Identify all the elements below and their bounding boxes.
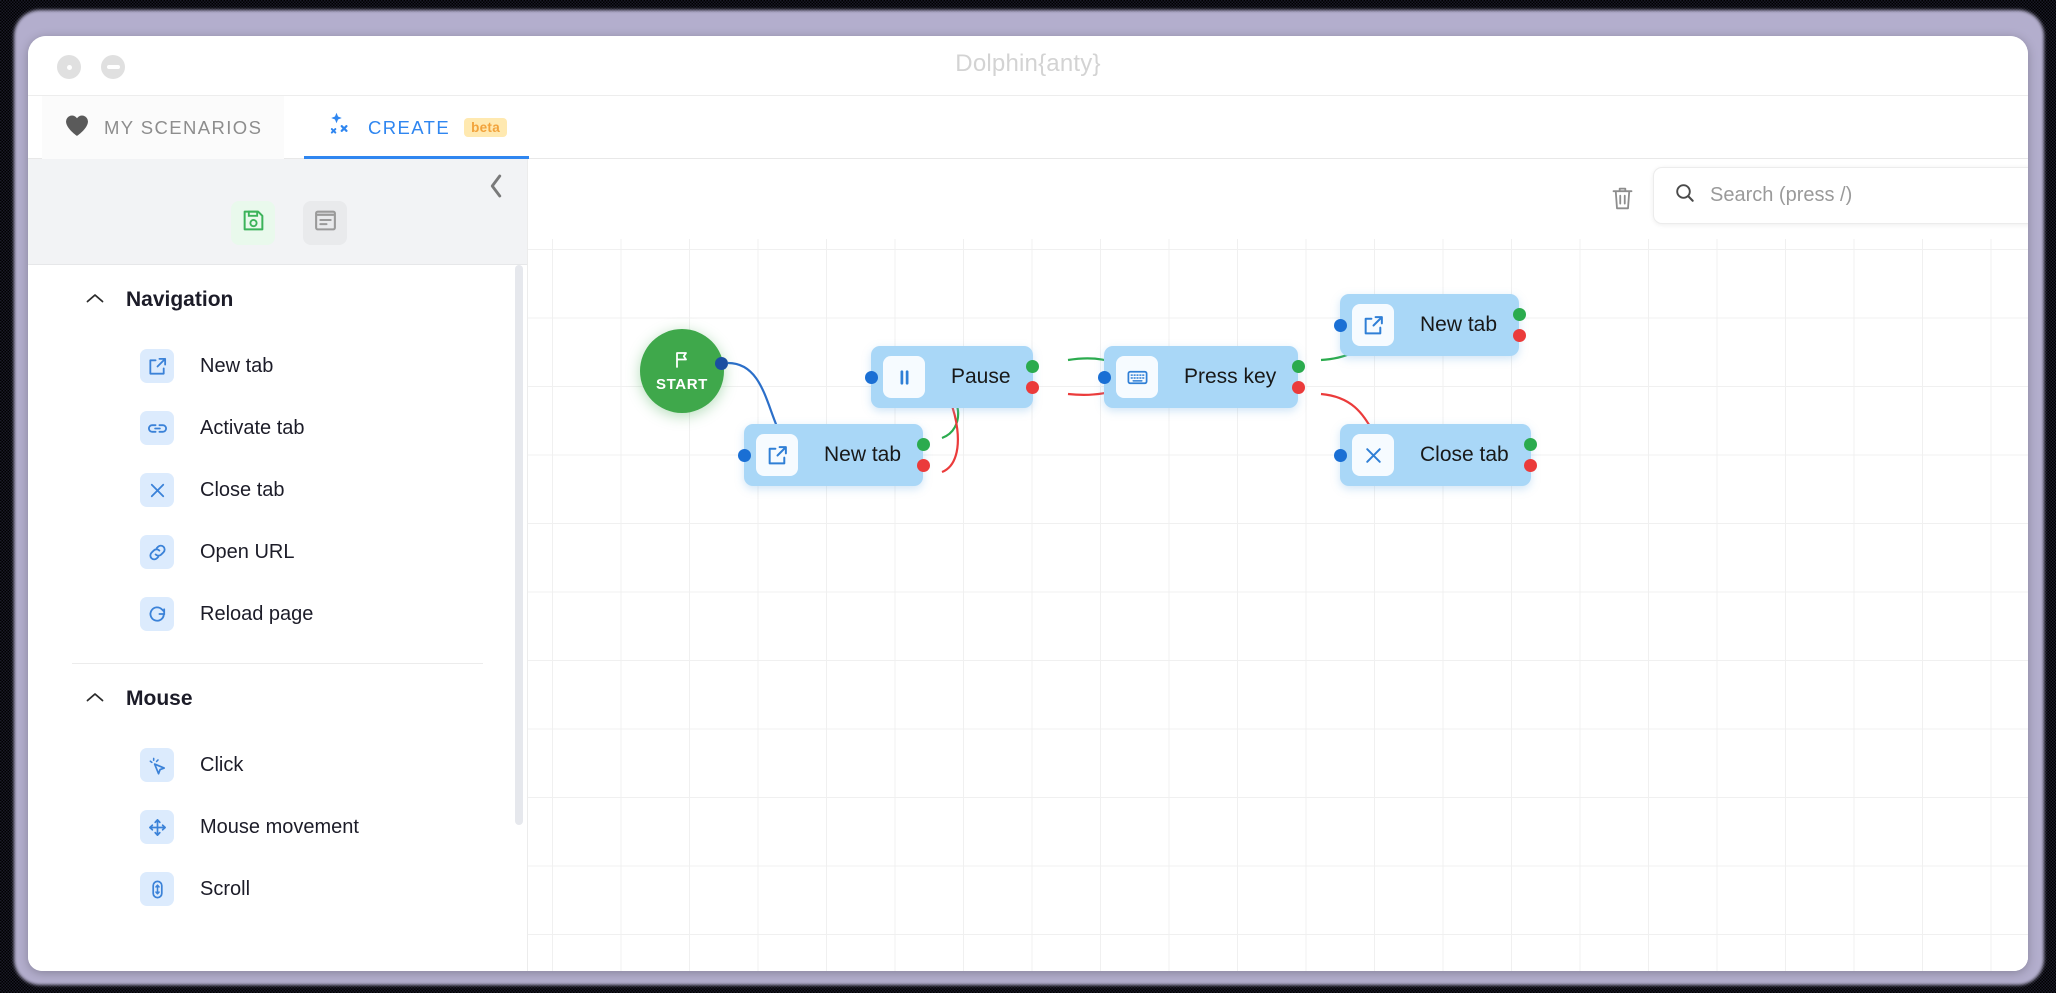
tab-create-label: CREATE: [368, 116, 451, 138]
action-item-new-tab[interactable]: New tab: [28, 335, 527, 397]
action-item-scroll[interactable]: Scroll: [28, 858, 527, 920]
node-label: New tab: [824, 443, 902, 466]
keyboard-icon: [1116, 356, 1158, 398]
window-title: Dolphin{anty}: [955, 50, 1101, 77]
tab-create[interactable]: CREATE beta: [304, 96, 530, 159]
error-output-port[interactable]: [916, 459, 930, 472]
error-output-port[interactable]: [1512, 329, 1526, 342]
scenario-canvas: START New tab: [528, 159, 2028, 971]
scroll-icon: [140, 872, 174, 906]
window-close-button[interactable]: [57, 55, 81, 79]
action-item-click[interactable]: Click: [28, 734, 527, 796]
move-arrows-icon: [140, 810, 174, 844]
search-input[interactable]: [1710, 184, 2028, 207]
main-body: Navigation New tab Activate tab: [28, 159, 2028, 971]
trash-icon[interactable]: [1605, 181, 1639, 215]
chain-link-icon: [140, 535, 174, 569]
beta-badge: beta: [464, 118, 508, 137]
input-port[interactable]: [1333, 318, 1347, 332]
action-label: Scroll: [200, 877, 251, 900]
tab-my-scenarios-label: MY SCENARIOS: [104, 116, 263, 138]
input-port[interactable]: [737, 448, 751, 462]
title-bar: Dolphin{anty}: [28, 36, 2028, 96]
success-output-port[interactable]: [1512, 308, 1526, 321]
save-scenario-button[interactable]: [231, 201, 275, 245]
sidebar-scrollbar[interactable]: [515, 265, 523, 825]
node-label: New tab: [1420, 313, 1498, 336]
notes-button[interactable]: [303, 201, 347, 245]
action-item-close-tab[interactable]: Close tab: [28, 459, 527, 521]
input-port[interactable]: [864, 370, 878, 384]
save-icon: [241, 208, 266, 238]
action-item-mouse-movement[interactable]: Mouse movement: [28, 796, 527, 858]
node-start[interactable]: START: [640, 329, 728, 413]
pause-icon: [883, 356, 925, 398]
group-header-mouse[interactable]: Mouse: [28, 664, 527, 734]
error-output-port[interactable]: [1026, 381, 1040, 394]
notes-icon: [313, 208, 338, 238]
node-close-tab[interactable]: Close tab: [1333, 424, 1538, 486]
canvas-grid[interactable]: START New tab: [528, 239, 2028, 971]
node-pause[interactable]: Pause: [864, 346, 1040, 408]
search-icon: [1674, 182, 1696, 209]
heart-icon: [64, 114, 90, 142]
node-press-key[interactable]: Press key: [1097, 346, 1305, 408]
external-link-icon: [756, 434, 798, 476]
success-output-port[interactable]: [1524, 438, 1538, 451]
action-item-reload-page[interactable]: Reload page: [28, 583, 527, 645]
success-output-port[interactable]: [916, 438, 930, 451]
success-output-port[interactable]: [1026, 360, 1040, 373]
node-start-label: START: [656, 375, 708, 393]
group-header-navigation[interactable]: Navigation: [28, 265, 527, 335]
node-new-tab-2[interactable]: New tab: [1333, 294, 1526, 356]
close-x-icon: [1352, 434, 1394, 476]
action-label: New tab: [200, 354, 274, 377]
action-label: Open URL: [200, 540, 295, 563]
group-title-navigation: Navigation: [126, 288, 234, 311]
action-label: Close tab: [200, 478, 285, 501]
node-label: Pause: [951, 365, 1011, 388]
node-new-tab-1[interactable]: New tab: [737, 424, 930, 486]
start-output-port[interactable]: [715, 357, 728, 370]
tab-my-scenarios[interactable]: MY SCENARIOS: [42, 96, 285, 159]
search-box[interactable]: [1653, 167, 2028, 224]
action-item-open-url[interactable]: Open URL: [28, 521, 527, 583]
chevron-up-icon: [86, 687, 104, 708]
chevron-left-icon[interactable]: [479, 169, 513, 203]
minimize-dash-icon: [106, 65, 120, 69]
action-label: Activate tab: [200, 416, 305, 439]
external-link-icon: [140, 349, 174, 383]
input-port[interactable]: [1333, 448, 1347, 462]
action-label: Mouse movement: [200, 815, 359, 838]
external-link-icon: [1352, 304, 1394, 346]
sparkle-icon: [326, 111, 354, 144]
section-divider: [72, 663, 483, 664]
action-label: Click: [200, 753, 244, 776]
sidebar-toolbar: [28, 159, 527, 265]
main-tab-bar: MY SCENARIOS CREATE beta: [28, 96, 2028, 159]
application-window: Dolphin{anty} MY SCENARIOS CREATE beta: [28, 36, 2028, 971]
node-label: Press key: [1184, 365, 1277, 388]
link-broken-icon: [140, 411, 174, 445]
reload-icon: [140, 597, 174, 631]
success-output-port[interactable]: [1291, 360, 1305, 373]
window-minimize-button[interactable]: [101, 55, 125, 79]
error-output-port[interactable]: [1291, 381, 1305, 394]
flag-icon: [672, 350, 692, 374]
chevron-up-icon: [86, 288, 104, 309]
sidebar-action-list[interactable]: Navigation New tab Activate tab: [28, 265, 527, 971]
close-dot-icon: [66, 64, 72, 70]
canvas-header: [528, 159, 2028, 239]
close-x-icon: [140, 473, 174, 507]
action-label: Reload page: [200, 602, 314, 625]
error-output-port[interactable]: [1524, 459, 1538, 472]
input-port[interactable]: [1097, 370, 1111, 384]
action-item-activate-tab[interactable]: Activate tab: [28, 397, 527, 459]
actions-sidebar: Navigation New tab Activate tab: [28, 159, 528, 971]
node-label: Close tab: [1420, 443, 1509, 466]
cursor-click-icon: [140, 748, 174, 782]
group-title-mouse: Mouse: [126, 687, 193, 710]
